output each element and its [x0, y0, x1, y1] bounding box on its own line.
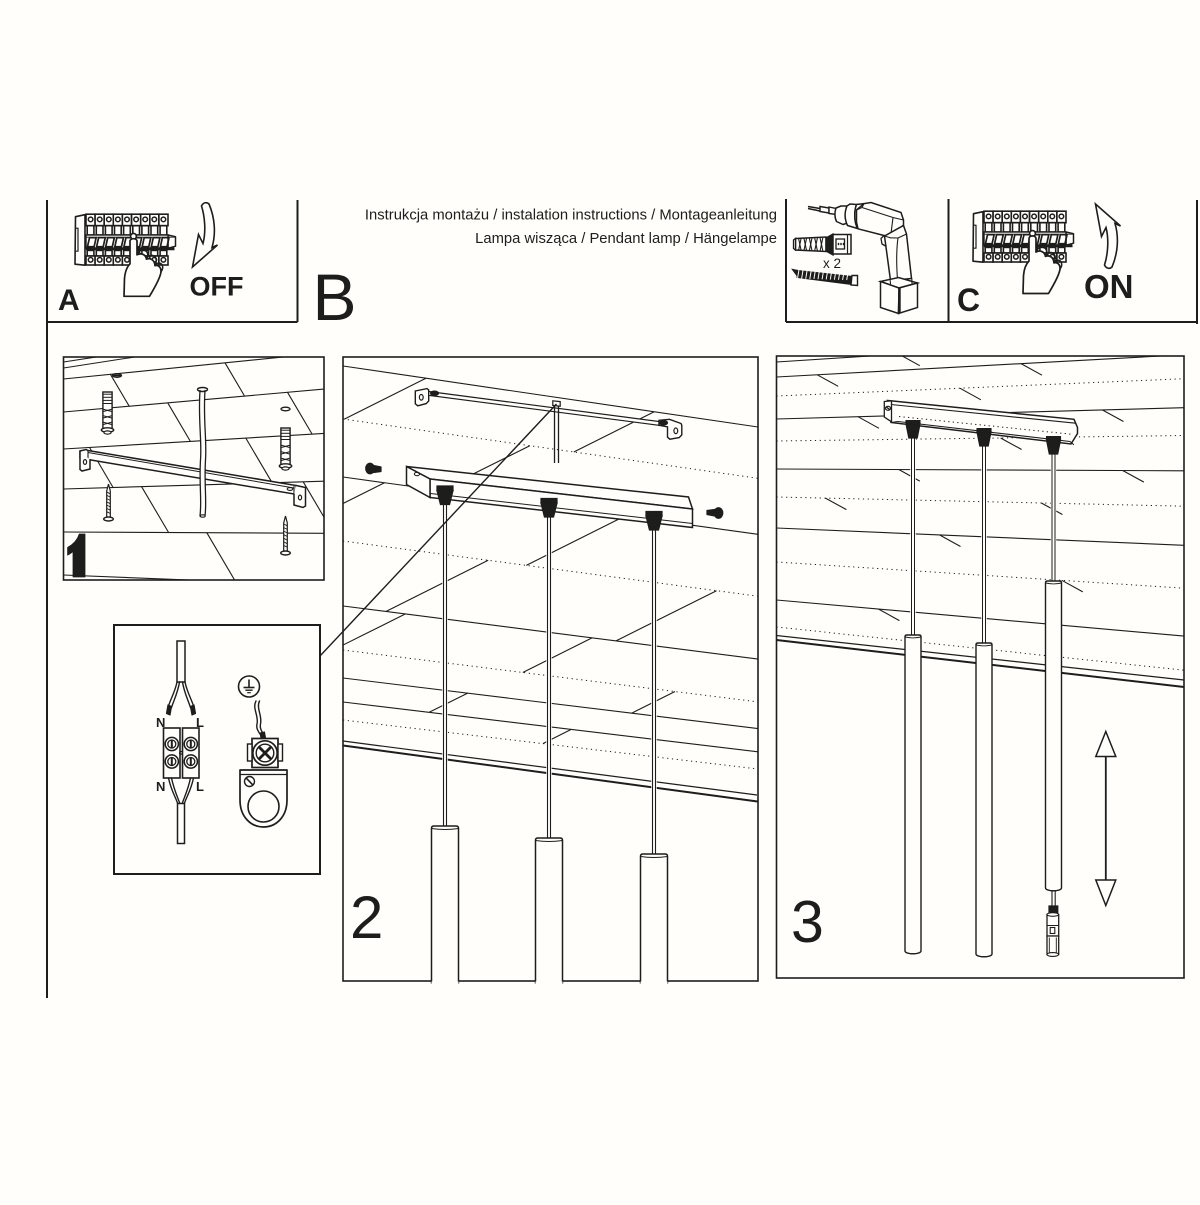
- svg-text:B: B: [313, 260, 357, 334]
- svg-text:3: 3: [791, 889, 824, 955]
- svg-text:L: L: [196, 715, 204, 730]
- svg-text:x 2: x 2: [823, 256, 841, 271]
- svg-text:C: C: [957, 282, 980, 318]
- svg-text:A: A: [58, 284, 80, 317]
- svg-text:Instrukcja montażu / instalati: Instrukcja montażu / instalation instruc…: [365, 207, 777, 223]
- svg-text:N: N: [156, 715, 165, 730]
- svg-text:2: 2: [350, 884, 383, 951]
- svg-text:ON: ON: [1084, 268, 1134, 305]
- svg-text:Lampa wisząca / Pendant lamp /: Lampa wisząca / Pendant lamp / Hängelamp…: [475, 231, 777, 247]
- svg-text:N: N: [156, 779, 165, 794]
- svg-text:OFF: OFF: [190, 272, 244, 302]
- svg-text:L: L: [196, 779, 204, 794]
